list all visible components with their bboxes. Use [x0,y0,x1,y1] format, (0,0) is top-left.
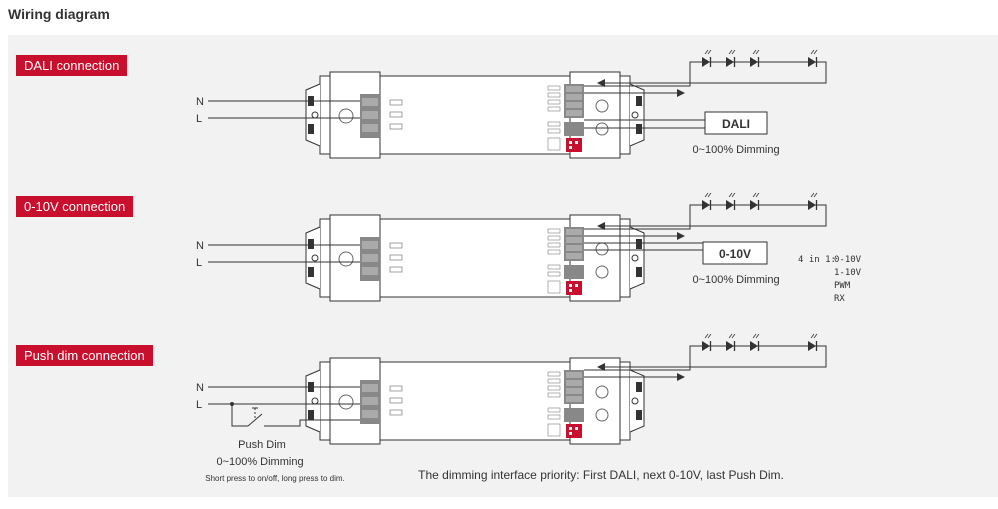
0-10v-box [702,241,768,265]
push-dim-title: Push Dim [238,439,286,451]
0-10v-n-label: N [196,240,204,252]
0-10v-dimming-label: 0~100% Dimming [692,274,779,286]
0-10v-section-tag: 0-10V connection [16,196,134,217]
page-title: Wiring diagram [8,6,110,22]
dali-led-wiring [584,61,827,129]
0-10v-box-label: 0-10V [719,247,751,261]
dali-section-tag: DALI connection [16,55,128,76]
4in1-prefix: 4 in 1: [798,255,836,265]
0-10v-l-label: L [196,257,202,269]
dali-l-label: L [196,113,202,125]
push-dim-junction [230,402,234,406]
4in1-item-0-10v: 0-10V [834,255,862,265]
push-dim-note: Short press to on/off, long press to dim… [205,474,344,483]
0-10v-driver [305,214,645,302]
dali-box-label: DALI [722,117,750,131]
dali-led-string [701,49,818,68]
push-dim-led-string [701,333,818,352]
0-10v-mains-wires [208,244,360,263]
push-dim-l-label: L [196,399,202,411]
priority-note: The dimming interface priority: First DA… [418,468,784,482]
4in1-item-rx: RX [834,294,845,304]
dali-driver [305,71,645,159]
dali-dimming-label: 0~100% Dimming [692,144,779,156]
4in1-item-pwm: PWM [834,281,851,291]
push-dim-mains-wires [208,386,360,427]
dali-n-label: N [196,96,204,108]
push-dim-driver [305,357,645,445]
push-dim-n-label: N [196,382,204,394]
push-dim-section-tag: Push dim connection [16,345,153,366]
4in1-item-1-10v: 1-10V [834,268,862,278]
push-dim-dimming-label: 0~100% Dimming [216,456,303,468]
0-10v-led-string [701,192,818,211]
dali-mains-wires [208,100,360,119]
dali-box [704,111,768,135]
